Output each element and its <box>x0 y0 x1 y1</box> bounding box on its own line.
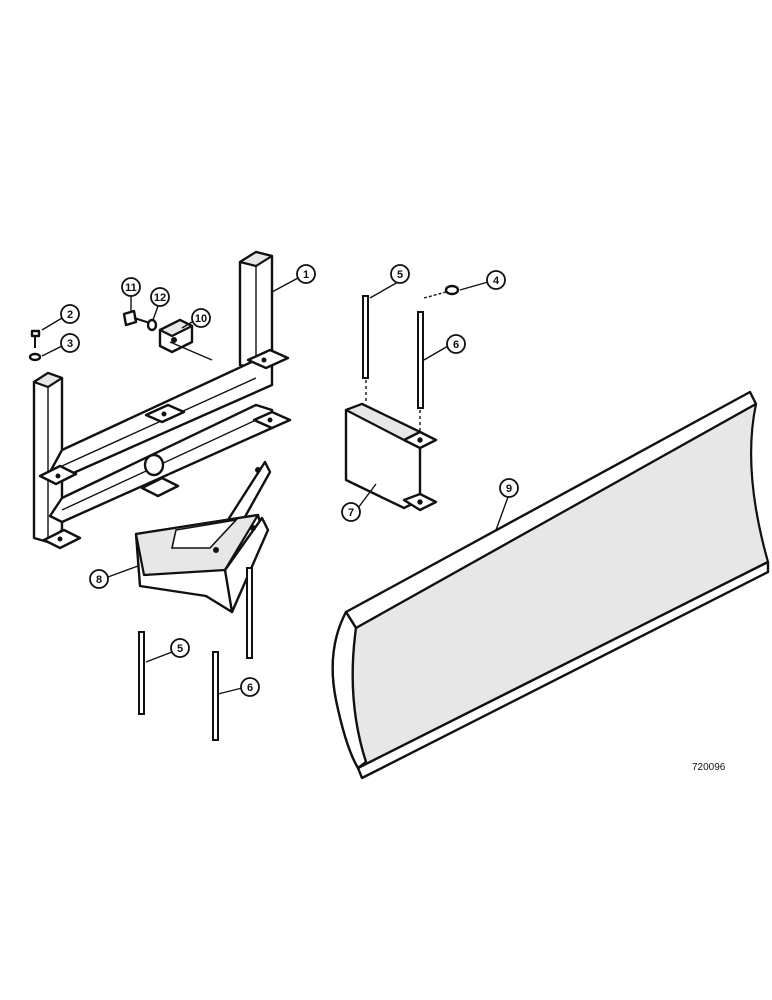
rod-part-5-lower <box>138 631 145 715</box>
callout-6-lower: 6 <box>240 677 260 697</box>
reference-number: 720096 <box>692 762 726 773</box>
rod-part-6-lower-a <box>212 651 219 741</box>
svg-text:10: 10 <box>195 313 207 325</box>
rods <box>138 295 424 741</box>
svg-text:7: 7 <box>348 507 354 519</box>
bolt-part-2 <box>30 329 41 348</box>
rod-part-6-lower-b <box>246 567 253 659</box>
nut-part-3 <box>28 352 42 362</box>
callout-5-upper: 5 <box>390 264 410 284</box>
rod-part-6-upper <box>417 311 424 409</box>
svg-text:2: 2 <box>67 309 73 321</box>
svg-text:12: 12 <box>154 292 166 304</box>
nut-part-4 <box>444 284 460 296</box>
callout-4: 4 <box>486 270 506 290</box>
callout-10: 10 <box>191 308 211 328</box>
washer-part-12 <box>146 318 158 332</box>
rod-part-5-upper <box>362 295 369 379</box>
frame-part-1 <box>32 250 292 550</box>
bolt-part-11 <box>122 309 151 327</box>
callout-5-lower: 5 <box>170 638 190 658</box>
svg-text:6: 6 <box>453 339 459 351</box>
callout-7: 7 <box>341 502 361 522</box>
leader-lines <box>41 277 509 695</box>
svg-text:8: 8 <box>96 574 102 586</box>
hardware-small <box>28 309 194 362</box>
callout-8: 8 <box>89 569 109 589</box>
svg-text:5: 5 <box>397 269 403 281</box>
bracket-part-8 <box>134 460 272 614</box>
svg-text:1: 1 <box>303 269 309 281</box>
svg-text:5: 5 <box>177 643 183 655</box>
callout-6-upper: 6 <box>446 334 466 354</box>
svg-text:6: 6 <box>247 682 253 694</box>
svg-text:11: 11 <box>125 282 137 294</box>
callout-11: 11 <box>121 277 141 297</box>
callout-3: 3 <box>60 333 80 353</box>
callout-2: 2 <box>60 304 80 324</box>
callout-9: 9 <box>499 478 519 498</box>
bracket-part-7 <box>344 402 438 512</box>
callout-1: 1 <box>296 264 316 284</box>
callout-12: 12 <box>150 287 170 307</box>
svg-text:3: 3 <box>67 338 73 350</box>
svg-text:9: 9 <box>506 483 512 495</box>
svg-text:4: 4 <box>493 275 500 287</box>
blade-part-9 <box>331 390 770 780</box>
clamp-part-10 <box>158 318 194 354</box>
